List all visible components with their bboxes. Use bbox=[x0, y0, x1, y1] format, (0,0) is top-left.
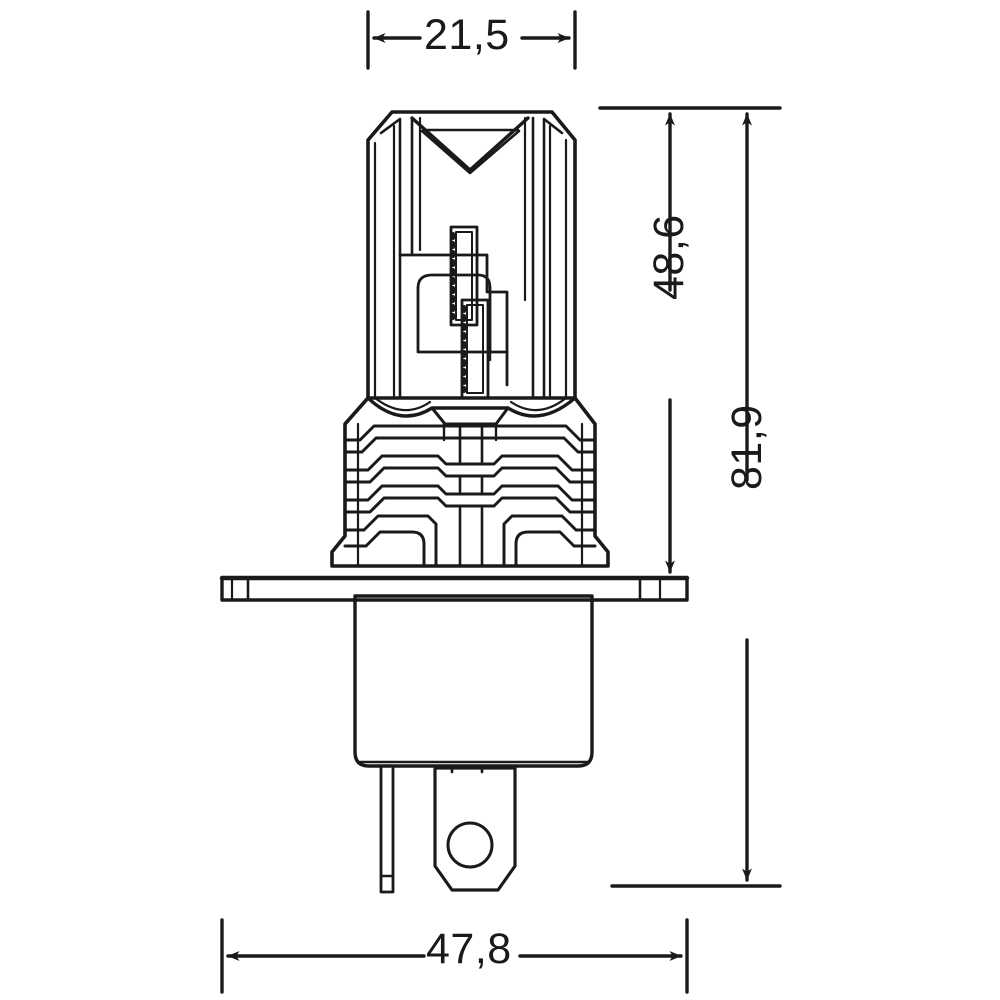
terminal-hole bbox=[446, 821, 494, 869]
head-to-heatsink-transition bbox=[366, 396, 577, 442]
fin-4-left-inner bbox=[343, 530, 426, 568]
led-chip-lower bbox=[460, 298, 490, 400]
contact-pin bbox=[379, 764, 395, 894]
inner-panel-step bbox=[398, 253, 509, 387]
dimension-label-width-top: 21,5 bbox=[424, 11, 510, 59]
fin-3 bbox=[343, 484, 597, 502]
fin-4-right-inner bbox=[514, 530, 597, 568]
dimension-height-total bbox=[610, 112, 782, 888]
led-chip-lower-inner bbox=[466, 304, 484, 394]
transition-curve-right-inner bbox=[509, 396, 568, 412]
head-left-rib-a bbox=[379, 117, 402, 400]
head-right-rib-a bbox=[542, 117, 564, 400]
transition-curve-left-inner bbox=[373, 396, 432, 412]
dimension-label-height-total: 81,9 bbox=[723, 404, 771, 490]
socket-outline bbox=[353, 594, 594, 768]
heat-sink-fins bbox=[330, 396, 610, 568]
fin-4-left bbox=[343, 514, 438, 568]
pin-shaft bbox=[379, 764, 395, 894]
dimension-width-bottom bbox=[220, 918, 689, 994]
v-notch-top bbox=[410, 116, 530, 175]
v-notch-outer bbox=[410, 116, 530, 172]
heatsink-outline bbox=[330, 396, 610, 568]
dimension-width-top bbox=[366, 10, 577, 70]
fin-1-lower bbox=[343, 436, 597, 454]
transition-plateau bbox=[430, 406, 510, 426]
mounting-flange bbox=[219, 575, 690, 602]
dimension-label-height-mid: 48,6 bbox=[645, 214, 693, 300]
v-notch-inner bbox=[420, 129, 521, 175]
fin-2-lower bbox=[343, 466, 597, 484]
inner-bezel-lower bbox=[416, 286, 509, 354]
socket-body bbox=[353, 594, 594, 768]
blade-outline bbox=[433, 766, 517, 892]
fin-2 bbox=[343, 454, 597, 472]
terminal-blade bbox=[433, 764, 517, 892]
fin-4-right bbox=[502, 514, 597, 568]
led-chip-emitters bbox=[449, 225, 490, 400]
transition-curve bbox=[366, 396, 577, 418]
fin-3-lower bbox=[343, 496, 597, 514]
dimension-label-width-bottom: 47,8 bbox=[426, 925, 512, 973]
